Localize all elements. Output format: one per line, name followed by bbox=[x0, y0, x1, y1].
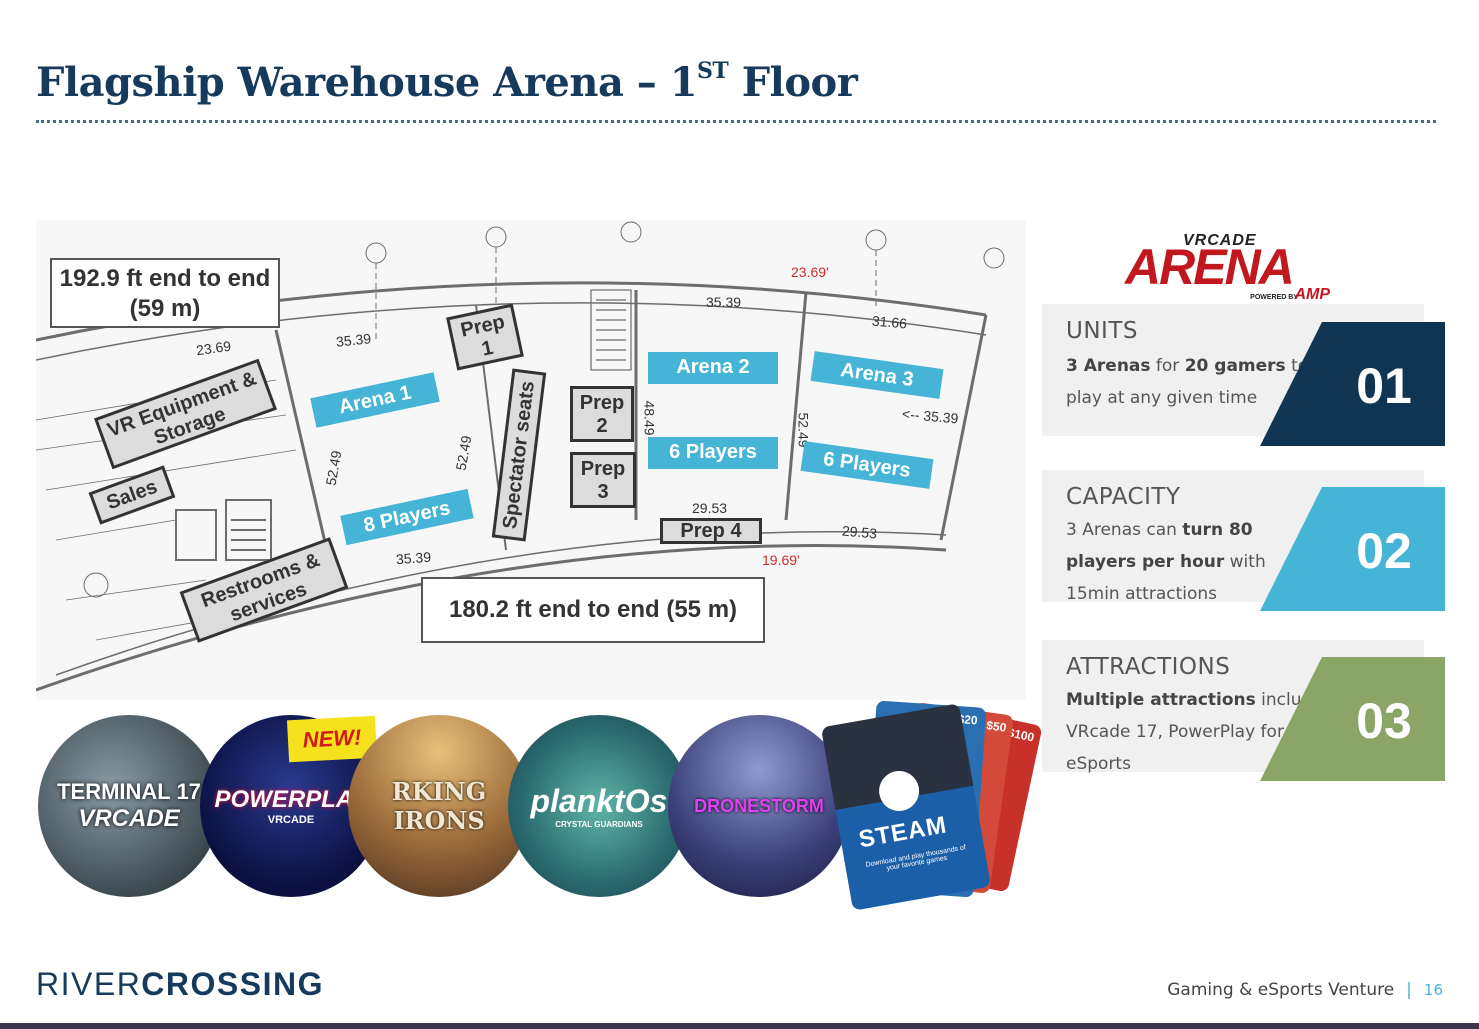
rivercrossing-logo: RIVERCROSSING bbox=[36, 966, 324, 1002]
dim-label: 23.69' bbox=[791, 264, 829, 280]
dim-label: 31.66 bbox=[871, 312, 908, 332]
badge-03: 03 bbox=[1260, 657, 1445, 781]
game-dronestorm-title: DRONESTORM bbox=[694, 795, 824, 816]
game-planktos-sub: CRYSTAL GUARDIANS bbox=[555, 820, 643, 829]
card-units-heading: UNITS bbox=[1066, 318, 1138, 344]
card-attractions-heading: ATTRACTIONS bbox=[1066, 654, 1231, 680]
dim-label: 19.69' bbox=[762, 552, 800, 568]
dim-label: 29.53 bbox=[841, 522, 878, 542]
new-badge-text: NEW! bbox=[302, 724, 362, 753]
dim-label: 29.53 bbox=[692, 500, 728, 516]
logo-arena-text: ARENA bbox=[1125, 239, 1295, 295]
area-prep-2-line2: 2 bbox=[596, 415, 608, 437]
game-dronestorm: DRONESTORM bbox=[668, 715, 850, 897]
card-units-body: 3 Arenas for 20 gamers to play at any gi… bbox=[1066, 350, 1308, 414]
logo-amp-text: AMP bbox=[1294, 286, 1330, 303]
badge-01-shape bbox=[1260, 322, 1445, 446]
area-prep-2-line1: Prep bbox=[579, 392, 625, 414]
width-dimension-line1: 192.9 ft end to end bbox=[59, 265, 271, 292]
dim-label: 48.49 bbox=[641, 400, 658, 436]
bottom-bar bbox=[0, 1023, 1479, 1029]
vrcade-arena-logo: VRCADE ARENA POWERED BY AMP bbox=[1125, 232, 1330, 304]
game-powerplay-title: POWERPLAY bbox=[214, 786, 368, 813]
badge-03-number: 03 bbox=[1356, 693, 1412, 749]
arena-2-players: 6 Players bbox=[648, 437, 778, 469]
footer-text: Gaming & eSports Venture bbox=[1167, 980, 1395, 1000]
badge-01: 01 bbox=[1260, 322, 1445, 446]
card-capacity-heading: CAPACITY bbox=[1066, 484, 1181, 510]
card-capacity-line1: 3 Arenas can turn 80 bbox=[1066, 520, 1253, 540]
card-capacity-line2: players per hour with bbox=[1066, 552, 1266, 572]
card-units-line1: 3 Arenas for 20 gamers to bbox=[1066, 356, 1309, 376]
area-prep-3-line1: Prep bbox=[580, 458, 626, 480]
width-dimension-box: 192.9 ft end to end (59 m) bbox=[50, 258, 280, 328]
arena-2-label: Arena 2 bbox=[648, 352, 778, 384]
area-prep-2: Prep 2 bbox=[570, 386, 634, 442]
game-planktos: planktOs CRYSTAL GUARDIANS bbox=[508, 715, 690, 897]
area-prep-3-line2: 3 bbox=[597, 481, 609, 503]
game-planktos-title: planktOs bbox=[530, 783, 668, 819]
game-terminal-17-title: TERMINAL 17 bbox=[57, 779, 201, 804]
game-terminal-17: TERMINAL 17 VRCADE bbox=[38, 715, 220, 897]
badge-03-shape bbox=[1260, 657, 1445, 781]
title-divider bbox=[36, 120, 1436, 123]
card-attractions-line2: VRcade 17, PowerPlay for bbox=[1066, 722, 1284, 742]
page-number: 16 bbox=[1423, 981, 1443, 999]
floor-plan: 23.69 35.39 52.49 52.49 35.39 35.39 48.4… bbox=[36, 220, 1026, 700]
dim-label: 35.39 bbox=[706, 294, 742, 310]
badge-01-number: 01 bbox=[1356, 358, 1412, 414]
area-prep-3: Prep 3 bbox=[570, 452, 636, 508]
card-capacity-body: 3 Arenas can turn 80 players per hour wi… bbox=[1066, 514, 1266, 610]
steam-amount-50: $50 bbox=[985, 718, 1008, 735]
dim-label: 35.39 bbox=[395, 548, 432, 568]
card-units-line2: play at any given time bbox=[1066, 388, 1258, 408]
footer-separator: | bbox=[1406, 980, 1412, 1000]
page-title: Flagship Warehouse Arena – 1ST Floor bbox=[36, 58, 858, 106]
steam-logo-icon bbox=[875, 767, 923, 815]
width-dimension-line2: (59 m) bbox=[129, 295, 201, 322]
badge-02: 02 bbox=[1260, 487, 1445, 611]
steam-card-stack: $100 $50 $20 STEAM Download and play tho… bbox=[820, 700, 1043, 911]
badge-02-shape bbox=[1260, 487, 1445, 611]
badge-02-number: 02 bbox=[1356, 523, 1412, 579]
card-attractions-line3: eSports bbox=[1066, 754, 1131, 774]
steam-title: STEAM bbox=[856, 811, 950, 854]
logo-powered-by: POWERED BY bbox=[1250, 294, 1298, 301]
length-dimension-box: 180.2 ft end to end (55 m) bbox=[421, 577, 765, 643]
game-rking-irons: RKING IRONS bbox=[348, 715, 530, 897]
game-powerplay-sub: VRCADE bbox=[267, 814, 315, 826]
card-capacity-line3: 15min attractions bbox=[1066, 584, 1218, 604]
footer: Gaming & eSports Venture | 16 bbox=[1167, 980, 1443, 1000]
game-terminal-17-sub: VRCADE bbox=[78, 805, 180, 832]
logo-vrcade-text: VRCADE bbox=[1183, 232, 1257, 249]
game-rking-irons-title: RKING IRONS bbox=[391, 777, 487, 835]
area-prep-4: Prep 4 bbox=[660, 518, 762, 544]
